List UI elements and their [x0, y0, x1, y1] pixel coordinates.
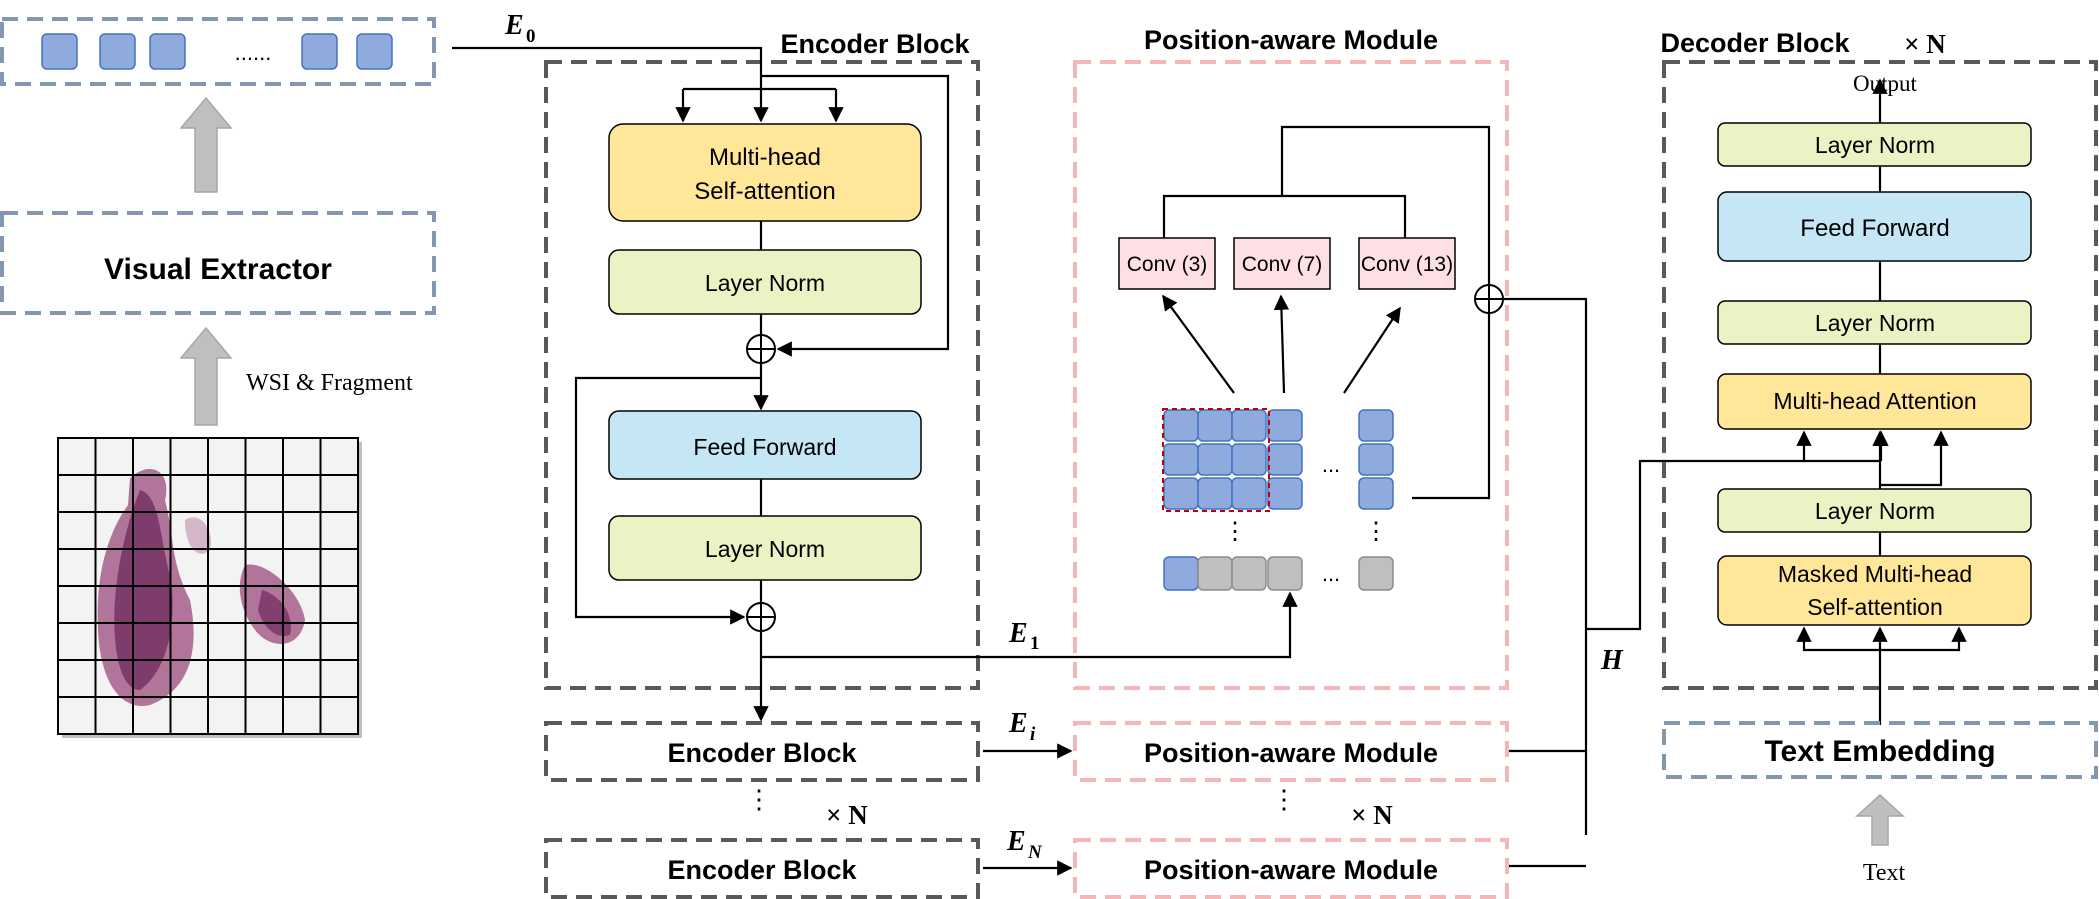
- e1-subscript: 1: [1030, 633, 1040, 654]
- multi-head-attention-box: [1717, 373, 2032, 430]
- position-connectors: [1162, 125, 1889, 868]
- layer-norm-box: [1717, 488, 2032, 533]
- h-label: H: [1600, 645, 1624, 676]
- e0-subscript: 0: [526, 26, 536, 47]
- layer-norm-box: [608, 515, 922, 581]
- e0-letter: E: [504, 10, 524, 41]
- stack-connectors: [983, 743, 1073, 876]
- feature-hdots: ...: [1322, 452, 1340, 477]
- masked-self-attention-box: [1717, 555, 2032, 626]
- e0-label: E 0: [504, 10, 536, 47]
- position-module-i-label: Position-aware Module: [1144, 738, 1438, 768]
- up-arrow-icon: [179, 96, 233, 193]
- position-token-row: ...: [1163, 556, 1394, 591]
- en-label: E N: [1006, 826, 1043, 863]
- decoder-layer-norm-top: Layer Norm: [1815, 132, 1935, 158]
- decoder-times-n: × N: [1904, 29, 1946, 59]
- position-hdots: ...: [1322, 561, 1340, 586]
- layer-norm-box: [1717, 300, 2032, 345]
- encoder-stack: Encoder Block ⋮ × N Encoder Block: [544, 721, 980, 899]
- encoder-connectors: [452, 46, 1298, 722]
- position-stack-vdots: ⋮: [1271, 785, 1297, 814]
- multi-head-self-attention-box: [608, 123, 922, 222]
- encoder-block-title: Encoder Block: [780, 29, 970, 59]
- kernel-window: [1162, 408, 1270, 512]
- ei-subscript: i: [1030, 724, 1036, 745]
- up-arrow-icon: [1855, 793, 1905, 846]
- position-module-n-label: Position-aware Module: [1144, 855, 1438, 885]
- position-aware-module: Position-aware Module Conv (3) Conv (7) …: [1073, 25, 1509, 690]
- encoder-block: Encoder Block Multi-head Self-attention …: [544, 29, 980, 690]
- feature-vdots: ⋮: [1364, 519, 1388, 545]
- ei-label: E i: [1008, 708, 1036, 745]
- position-stack: Position-aware Module ⋮ × N Position-awa…: [1073, 721, 1509, 899]
- layer-norm-box: [1717, 122, 2032, 167]
- conv13-box: [1358, 237, 1456, 290]
- mhsa-line2: Self-attention: [694, 178, 835, 205]
- layer-norm-label: Layer Norm: [705, 536, 825, 562]
- token: [41, 33, 78, 70]
- ei-letter: E: [1008, 708, 1028, 739]
- feature-vdots: ⋮: [1223, 519, 1247, 545]
- encoder-block-i-label: Encoder Block: [667, 738, 857, 768]
- text-input-label: Text: [1863, 860, 1906, 886]
- masked-line1: Masked Multi-head: [1778, 561, 1972, 587]
- decoder-mha: Multi-head Attention: [1773, 388, 1976, 414]
- e1-label: E 1: [1008, 618, 1040, 654]
- encoder-block-i-border: [544, 721, 980, 782]
- decoder-layer-norm-bottom: Layer Norm: [1815, 498, 1935, 524]
- token-ellipsis: ......: [235, 40, 272, 65]
- decoder-block-border: [1662, 60, 2098, 690]
- feed-forward-box: [608, 410, 922, 480]
- wsi-fragment-label: WSI & Fragment: [246, 370, 413, 396]
- position-module-n-border: [1073, 838, 1509, 899]
- position-module-i-border: [1073, 721, 1509, 782]
- token: [356, 33, 393, 70]
- up-arrow-icon: [179, 326, 233, 426]
- visual-extractor-label: Visual Extractor: [104, 253, 332, 286]
- conv3-label: Conv (3): [1127, 253, 1208, 276]
- token: [99, 33, 136, 70]
- token: [301, 33, 338, 70]
- conv13-label: Conv (13): [1361, 253, 1453, 276]
- token: [149, 33, 186, 70]
- decoder-feed-forward: Feed Forward: [1800, 215, 1949, 242]
- mhsa-line1: Multi-head: [709, 144, 821, 171]
- visual-extractor-box: [0, 211, 436, 315]
- decoder-layer-norm-mid: Layer Norm: [1815, 310, 1935, 336]
- position-times-n: × N: [1351, 800, 1393, 830]
- decoder-block: Decoder Block × N Output Layer Norm Feed…: [1660, 28, 2098, 690]
- e1-letter: E: [1008, 618, 1028, 649]
- encoder-block-n-label: Encoder Block: [667, 855, 857, 885]
- en-letter: E: [1006, 826, 1026, 857]
- encoder-block-n-border: [544, 838, 980, 899]
- wsi-slide-image: [57, 437, 362, 738]
- text-embedding: Text Embedding Text: [1662, 721, 2098, 886]
- conv7-label: Conv (7): [1242, 253, 1323, 276]
- decoder-block-title: Decoder Block: [1660, 28, 1850, 58]
- conv7-box: [1233, 237, 1331, 290]
- masked-line2: Self-attention: [1807, 594, 1943, 620]
- feed-forward-box: [1717, 191, 2032, 262]
- layer-norm-box: [608, 249, 922, 315]
- output-label: Output: [1853, 71, 1918, 96]
- token-sequence-box: [0, 17, 436, 86]
- input-branch: ...... Visual Extractor WSI & Fragment: [0, 17, 436, 738]
- text-embedding-border: [1662, 721, 2098, 779]
- feature-map-grid: ... ⋮ ⋮: [1162, 408, 1394, 545]
- layer-norm-label: Layer Norm: [705, 270, 825, 296]
- conv3-box: [1118, 237, 1216, 290]
- encoder-times-n: × N: [826, 800, 868, 830]
- text-embedding-label: Text Embedding: [1764, 735, 1995, 768]
- decoder-connectors: [1796, 78, 1967, 725]
- feed-forward-label: Feed Forward: [693, 434, 836, 460]
- position-module-title: Position-aware Module: [1144, 25, 1438, 55]
- position-module-border: [1073, 60, 1509, 690]
- encoder-stack-vdots: ⋮: [746, 785, 772, 814]
- en-subscript: N: [1027, 842, 1043, 863]
